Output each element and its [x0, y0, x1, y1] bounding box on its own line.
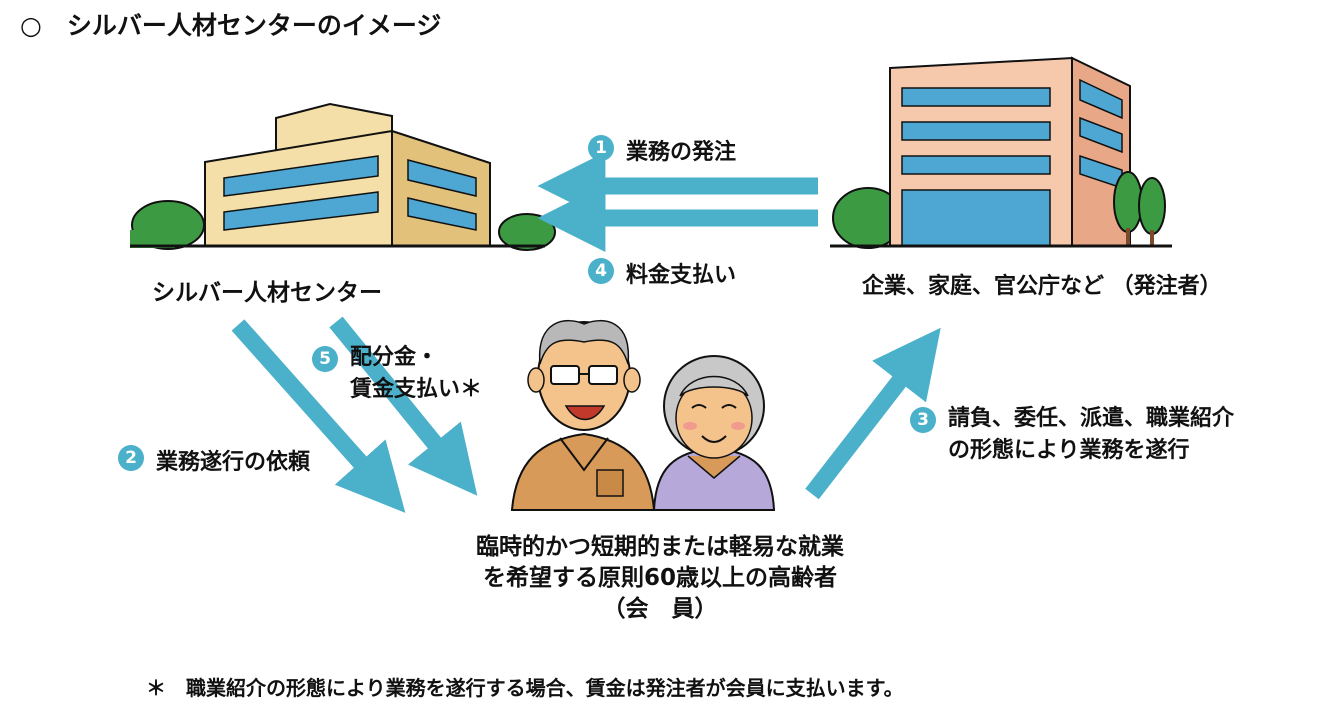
- step-label: 料金支払い: [626, 257, 736, 289]
- step-label: 配分金・ 賃金支払い＊: [350, 342, 482, 406]
- step-number-badge: 1: [588, 135, 614, 161]
- step-number-badge: 2: [118, 445, 144, 471]
- step-request: 2 業務遂行の依頼: [118, 444, 310, 476]
- work-performance-arrow: [812, 352, 922, 494]
- footnote-text: 職業紹介の形態により業務を遂行する場合、賃金は発注者が会員に支払います。: [186, 676, 904, 700]
- step-number-badge: 5: [312, 346, 338, 372]
- step-number-badge: 4: [588, 258, 614, 284]
- step-work-performance: 3 請負、委任、派遣、職業紹介 の形態により業務を遂行: [910, 406, 1234, 467]
- silver-center-label: シルバー人材センター: [152, 273, 382, 307]
- step-wage-payment: 5 配分金・ 賃金支払い＊: [312, 345, 482, 406]
- step-label: 業務の発注: [626, 134, 736, 166]
- step-label-line: 配分金・: [350, 342, 482, 374]
- step-payment: 4 料金支払い: [588, 257, 736, 289]
- member-line: 臨時的かつ短期的または軽易な就業: [380, 532, 940, 563]
- step-label-line: 賃金支払い＊: [350, 374, 482, 406]
- footnote: ＊ 職業紹介の形態により業務を遂行する場合、賃金は発注者が会員に支払います。: [146, 672, 904, 701]
- office-building-icon: [830, 58, 1172, 248]
- elderly-members-icon: [512, 321, 774, 510]
- silver-center-building-icon: [130, 104, 555, 250]
- step-order: 1 業務の発注: [588, 134, 736, 166]
- member-line: （会 員）: [380, 594, 940, 625]
- member-line: を希望する原則60歳以上の高齢者: [380, 563, 940, 594]
- footnote-mark: ＊: [146, 676, 166, 700]
- step-label: 請負、委任、派遣、職業紹介 の形態により業務を遂行: [948, 403, 1234, 467]
- member-description: 臨時的かつ短期的または軽易な就業 を希望する原則60歳以上の高齢者 （会 員）: [380, 532, 940, 625]
- client-label: 企業、家庭、官公庁など （発注者）: [862, 268, 1222, 300]
- step-number-badge: 3: [910, 407, 936, 433]
- step-label: 業務遂行の依頼: [156, 444, 310, 476]
- page-title: ○ シルバー人材センターのイメージ: [20, 6, 441, 42]
- step-label-line: 請負、委任、派遣、職業紹介: [948, 403, 1234, 435]
- step-label-line: の形態により業務を遂行: [948, 435, 1234, 467]
